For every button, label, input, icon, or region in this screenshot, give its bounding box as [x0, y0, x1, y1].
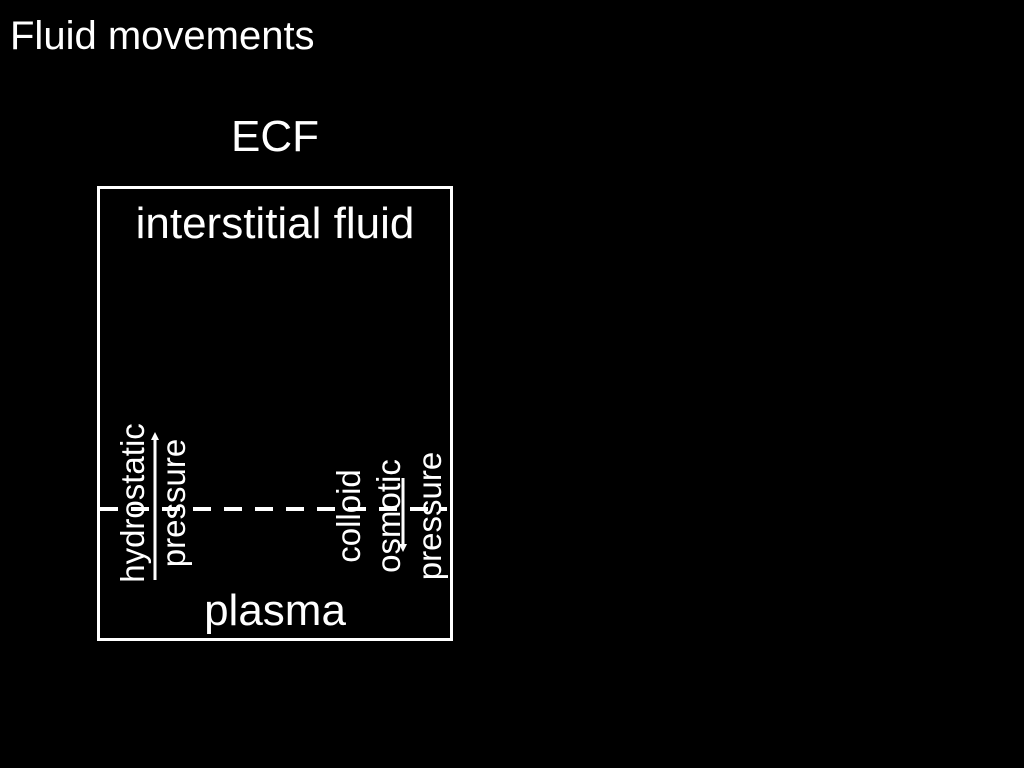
plasma-label: plasma — [204, 586, 346, 635]
colloid-osmotic-label-line1: colloid — [330, 469, 367, 563]
hydrostatic-label-line1: hydrostatic — [114, 423, 151, 583]
ecf-label: ECF — [231, 112, 319, 161]
colloid-osmotic-label-line3: pressure — [411, 452, 448, 580]
ecf-compartment-box: interstitial fluid plasma — [97, 186, 453, 641]
colloid-osmotic-label-line2: osmotic — [370, 459, 407, 573]
interstitial-fluid-label: interstitial fluid — [135, 199, 415, 248]
hydrostatic-label-line2: pressure — [155, 439, 192, 567]
slide-title: Fluid movements — [10, 14, 315, 58]
